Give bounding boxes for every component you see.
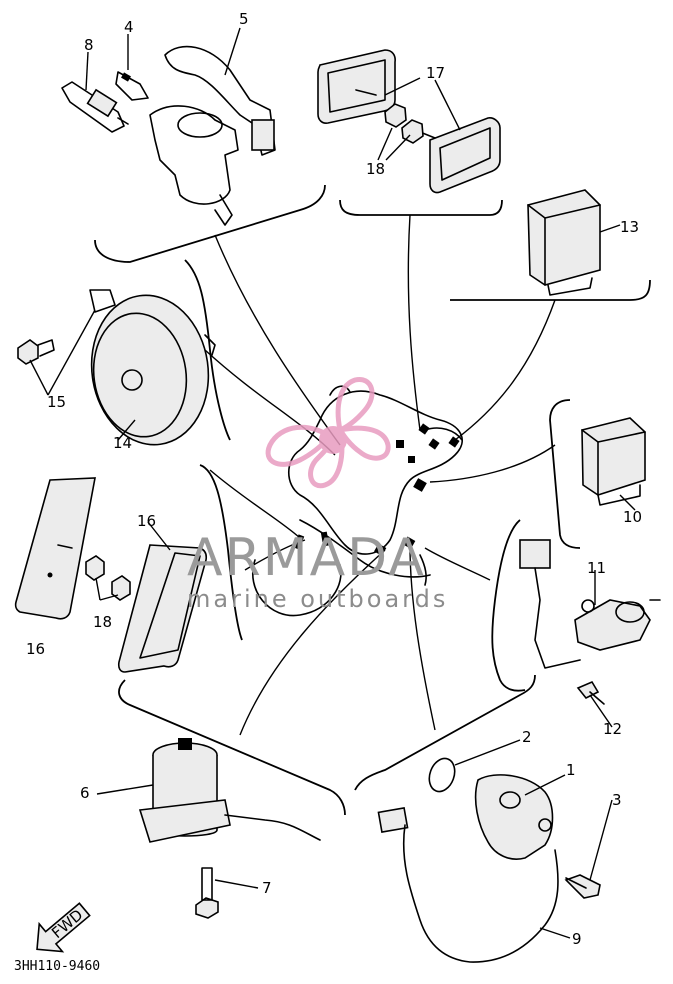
callout-15: 15 — [47, 393, 66, 411]
callout-6: 6 — [80, 784, 90, 802]
bracket-10 — [549, 399, 581, 549]
callout-4: 4 — [124, 18, 134, 36]
part-18-nut-top — [384, 103, 424, 144]
bracket-14 — [184, 259, 231, 441]
callout-17: 17 — [426, 64, 445, 82]
callout-leaders — [29, 27, 636, 939]
callout-12: 12 — [603, 720, 622, 738]
bracket-6 — [118, 679, 346, 816]
part-18-nut-left — [85, 555, 131, 601]
leader-lines — [204, 214, 556, 736]
callout-2: 2 — [522, 728, 532, 746]
armada-logo — [265, 377, 391, 489]
callout-7: 7 — [262, 879, 272, 897]
fwd-arrow-icon: FWD — [36, 902, 91, 953]
callout-13: 13 — [620, 218, 639, 236]
part-6-sensor — [138, 738, 321, 843]
callout-9: 9 — [572, 930, 582, 948]
bracket-13 — [450, 279, 651, 301]
part-14-horn — [89, 289, 216, 446]
part-10-relay — [581, 417, 646, 506]
part-16-reflector-left — [14, 477, 96, 620]
part-7-bolt — [195, 867, 219, 919]
part-1-base — [474, 774, 554, 860]
bracket-16 — [199, 464, 243, 641]
callout-3: 3 — [612, 791, 622, 809]
part-11-switch — [519, 539, 661, 669]
part-2-oring — [428, 757, 456, 793]
callout-11: 11 — [587, 559, 606, 577]
bracket-11 — [491, 519, 526, 692]
part-12-screw — [576, 680, 605, 705]
callout-14: 14 — [113, 434, 132, 452]
diagram-code: 3HH110-9460 — [14, 959, 100, 974]
watermark-tagline: marine outboards — [187, 585, 448, 613]
bracket-top-middle — [339, 199, 503, 216]
callout-18-top: 18 — [366, 160, 385, 178]
part-5-housing — [149, 45, 276, 226]
part-17-reflector-front — [414, 117, 501, 194]
watermark-brand: ARMADA — [187, 528, 426, 588]
callout-5: 5 — [239, 10, 249, 28]
callout-16-mid: 16 — [137, 512, 156, 530]
callouts: 8 4 5 17 18 13 15 14 10 16 11 18 16 12 2… — [26, 10, 642, 948]
part-8-switch — [61, 81, 129, 133]
callout-10: 10 — [623, 508, 642, 526]
bracket-top-left — [94, 184, 326, 263]
part-13-relay — [527, 189, 601, 296]
part-4-sensor — [115, 71, 149, 101]
bracket-1 — [354, 674, 536, 791]
part-15-bolt — [17, 339, 55, 365]
callout-16-left: 16 — [26, 640, 45, 658]
part-17-reflector-rear — [317, 49, 396, 124]
callout-18-left: 18 — [93, 613, 112, 631]
callout-1: 1 — [566, 761, 576, 779]
part-3-bolt — [564, 874, 601, 899]
part-9-cable — [377, 806, 559, 963]
part-16-reflector-mid — [117, 544, 208, 673]
callout-8: 8 — [84, 36, 94, 54]
